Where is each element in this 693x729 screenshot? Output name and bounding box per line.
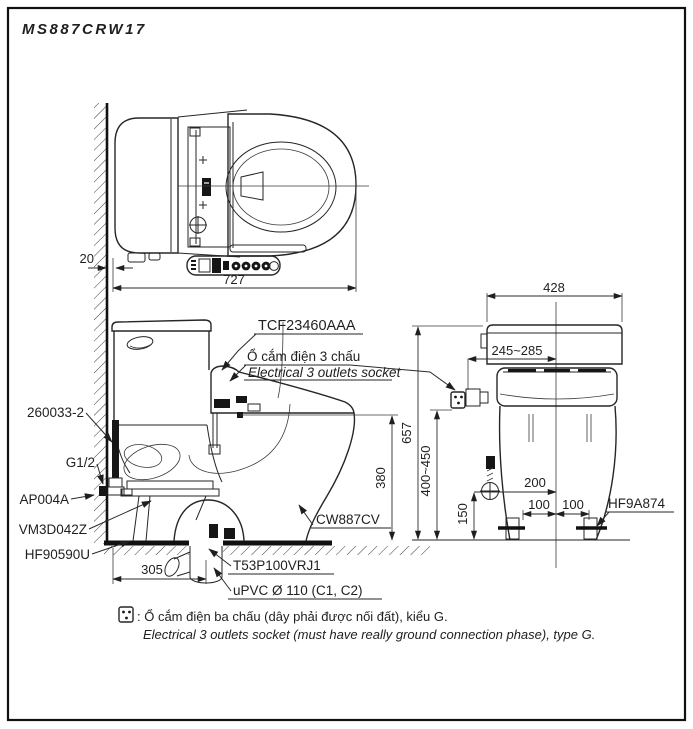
dim-valve-offset: 200: [474, 475, 557, 496]
dim-727: 727: [223, 272, 245, 287]
dim-socket-height: 400~450: [418, 409, 452, 540]
label-bolt-cap: HF9A874: [608, 496, 666, 511]
label-supply-pipe: 260033-2: [27, 405, 84, 420]
label-socket-en: Electrical 3 outlets socket: [248, 365, 402, 380]
dim-valve-height: 150: [455, 492, 478, 540]
dim-rim-height: 380: [237, 412, 398, 541]
label-socket-vi: Ổ cắm điện 3 chấu: [247, 349, 360, 364]
tank-rear-outline: [486, 324, 623, 365]
label-gasket: VM3D042Z: [19, 522, 87, 537]
dim-100-right: 100: [562, 497, 584, 512]
dim-657: 657: [399, 422, 414, 444]
label-angle-valve: AP004A: [19, 492, 69, 507]
dim-total-height: 657: [399, 325, 483, 540]
dim-total-depth: 727: [112, 190, 357, 292]
dim-428: 428: [543, 280, 565, 295]
label-seat-model: TCF23460AAA: [258, 318, 356, 334]
dim-200: 200: [524, 475, 546, 490]
bidet-unit-side: [210, 365, 355, 414]
footnote-en: Electrical 3 outlets socket (must have r…: [143, 627, 595, 642]
dim-rough-in: 305: [112, 548, 207, 584]
seat-rear-outline: [496, 367, 618, 407]
label-thread-size: G1/2: [66, 455, 95, 470]
dim-150: 150: [455, 503, 470, 525]
electrical-socket: [450, 388, 489, 409]
dim-bolt-spacing: 100 100: [522, 497, 590, 520]
rear-view: 428 245~285 657 400~450 200 150: [399, 280, 674, 568]
floor-section: [104, 540, 430, 555]
dim-tank-width: 428: [486, 280, 623, 322]
dim-100-left: 100: [528, 497, 550, 512]
top-view: 20 727: [80, 109, 369, 292]
footnote-vi: : Ổ cắm điện ba chấu (dây phải được nối …: [137, 609, 448, 624]
dim-400-450: 400~450: [418, 446, 433, 497]
label-drain-pipe: uPVC Ø 110 (C1, C2): [233, 583, 363, 598]
dim-380: 380: [373, 467, 388, 489]
dim-245-285: 245~285: [492, 343, 543, 358]
bidet-unit-top: [187, 126, 231, 248]
bolt-cap-left: [498, 517, 525, 540]
bowl-front-curve: [305, 412, 356, 542]
dim-socket-offset: 245~285: [467, 343, 557, 390]
label-bowl-model: CW887CV: [316, 512, 380, 527]
stop-valve: [480, 456, 500, 500]
page-title: MS887CRW17: [22, 21, 147, 38]
label-flange: T53P100VRJ1: [233, 558, 321, 573]
socket-type-icon: [118, 606, 134, 623]
remote-control: [186, 255, 281, 276]
dim-305: 305: [141, 562, 163, 577]
label-floor-seal: HF90590U: [25, 547, 90, 562]
dim-wall-gap: 20: [80, 251, 133, 272]
dim-20: 20: [80, 251, 94, 266]
side-view: 260033-2 G1/2 AP004A VM3D042Z HF90590U T…: [19, 318, 456, 600]
wall-section: [94, 103, 109, 544]
bolt-cap-right: [576, 517, 607, 540]
footnote: : Ổ cắm điện ba chấu (dây phải được nối …: [118, 606, 595, 642]
